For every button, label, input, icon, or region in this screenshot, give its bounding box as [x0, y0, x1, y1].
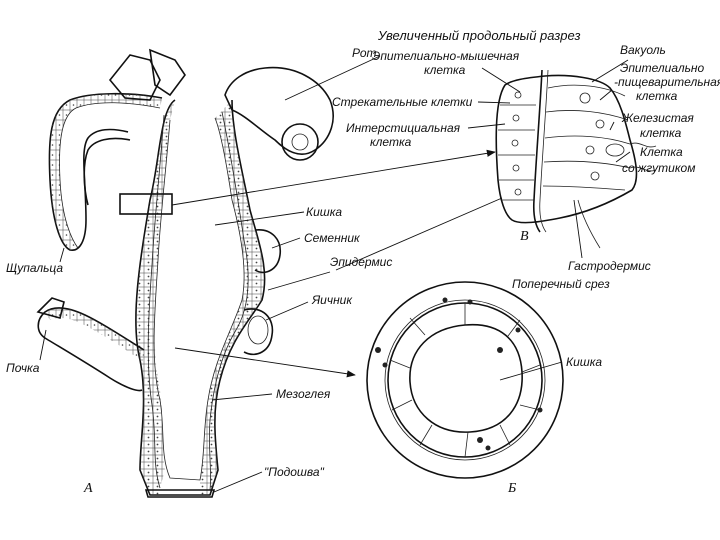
label-interstitial-1: Интерстициальная — [346, 121, 461, 135]
label-enlarged-section: Увеличенный продольный разрез — [377, 28, 581, 43]
hydra-body — [38, 50, 333, 497]
label-epithelial-digestive-2: -пищеварительная — [614, 75, 720, 89]
label-testis: Семенник — [304, 231, 361, 245]
label-interstitial-2: клетка — [370, 135, 412, 149]
cross-section — [367, 282, 563, 478]
label-epithelial-digestive-1: Эпителиально — [620, 61, 705, 75]
label-cross-section: Поперечный срез — [512, 277, 610, 291]
label-epidermis: Эпидермис — [330, 255, 392, 269]
label-bud: Почка — [6, 361, 40, 375]
label-stinging-cells: Стрекательные клетки — [332, 95, 473, 109]
label-gastrodermis: Гастродермис — [568, 259, 651, 273]
label-tentacles: Щупальца — [6, 261, 63, 275]
label-gut-cross: Кишка — [566, 355, 602, 369]
label-flagellum-2: со жгутиком — [622, 161, 695, 175]
label-epithelial-muscle-1: Эпителиально-мышечная — [372, 49, 520, 63]
label-ovary: Яичник — [311, 293, 353, 307]
label-letter-v: В — [520, 229, 529, 244]
label-mesoglea: Мезоглея — [276, 387, 331, 401]
label-glandular-2: клетка — [640, 126, 682, 140]
label-letter-a: А — [83, 481, 93, 496]
leader-lines — [40, 56, 630, 492]
label-epithelial-digestive-3: клетка — [636, 89, 678, 103]
label-vacuole: Вакуоль — [620, 43, 666, 57]
label-glandular-1: Железистая — [621, 111, 694, 125]
label-letter-b: Б — [507, 481, 516, 496]
label-flagellum-1: Клетка — [640, 145, 683, 159]
enlarged-section — [496, 70, 656, 248]
label-epithelial-muscle-2: клетка — [424, 63, 466, 77]
label-sole: "Подошва" — [264, 465, 325, 479]
label-gut: Кишка — [306, 205, 342, 219]
